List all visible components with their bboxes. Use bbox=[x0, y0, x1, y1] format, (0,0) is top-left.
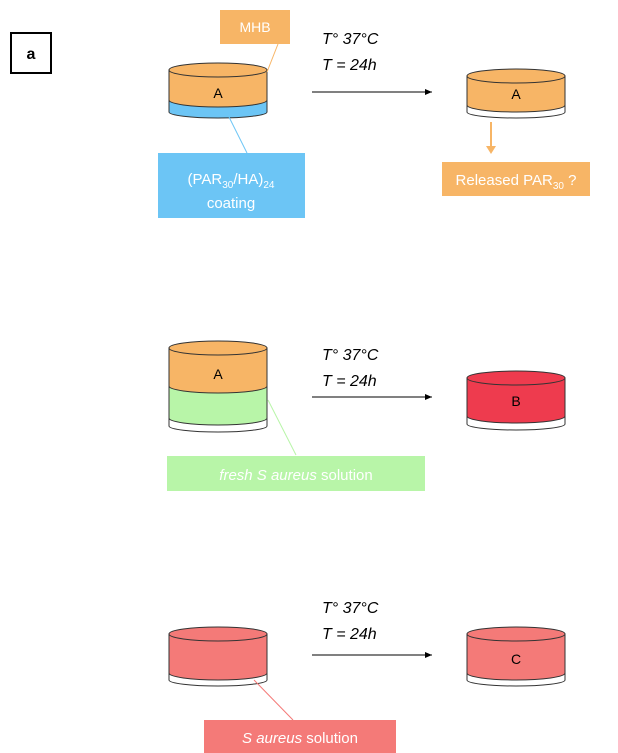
row3-left-disc bbox=[168, 626, 268, 687]
mhb-label: MHB bbox=[239, 19, 270, 35]
row3-time: T = 24h bbox=[322, 626, 377, 643]
row2-time: T = 24h bbox=[322, 373, 377, 390]
row1-conditions: T° 37°C T = 24h bbox=[312, 31, 432, 95]
row1-left-disc: A bbox=[168, 62, 268, 119]
row2-temperature: T° 37°C bbox=[322, 347, 379, 364]
row3-solution-callout: S aureus solution bbox=[204, 679, 396, 753]
row1-time: T = 24h bbox=[322, 57, 377, 74]
panel-label: a bbox=[27, 46, 36, 63]
coating-callout: (PAR30/HA)24 coating bbox=[158, 116, 305, 218]
mhb-callout: MHB bbox=[220, 10, 290, 73]
row2-solution-callout: fresh S aureus solution bbox=[167, 399, 425, 491]
row1-temperature: T° 37°C bbox=[322, 31, 379, 48]
row2-solution-label: fresh S aureus solution bbox=[219, 467, 372, 484]
row3-right-disc-label: C bbox=[511, 651, 521, 667]
row1-right-disc-label: A bbox=[511, 86, 521, 102]
row2-left-disc-label: A bbox=[213, 366, 223, 382]
coating-label-line2: coating bbox=[207, 195, 255, 212]
row3-conditions: T° 37°C T = 24h bbox=[312, 600, 432, 658]
coating-label-line1: (PAR30/HA)24 bbox=[188, 171, 275, 191]
released-label: Released PAR30 ? bbox=[456, 172, 577, 192]
row2-conditions: T° 37°C T = 24h bbox=[312, 347, 432, 400]
row3-solution-label: S aureus solution bbox=[242, 730, 358, 747]
row2-right-disc-label: B bbox=[511, 393, 520, 409]
released-callout: Released PAR30 ? bbox=[442, 122, 590, 196]
row2-right-disc: B bbox=[466, 370, 566, 431]
row1-left-disc-label: A bbox=[213, 85, 223, 101]
row3-temperature: T° 37°C bbox=[322, 600, 379, 617]
row2-left-disc: A bbox=[168, 340, 268, 433]
row1-right-disc: A bbox=[466, 68, 566, 119]
panel-label-box: a bbox=[10, 32, 52, 74]
row3-right-disc: C bbox=[466, 626, 566, 687]
